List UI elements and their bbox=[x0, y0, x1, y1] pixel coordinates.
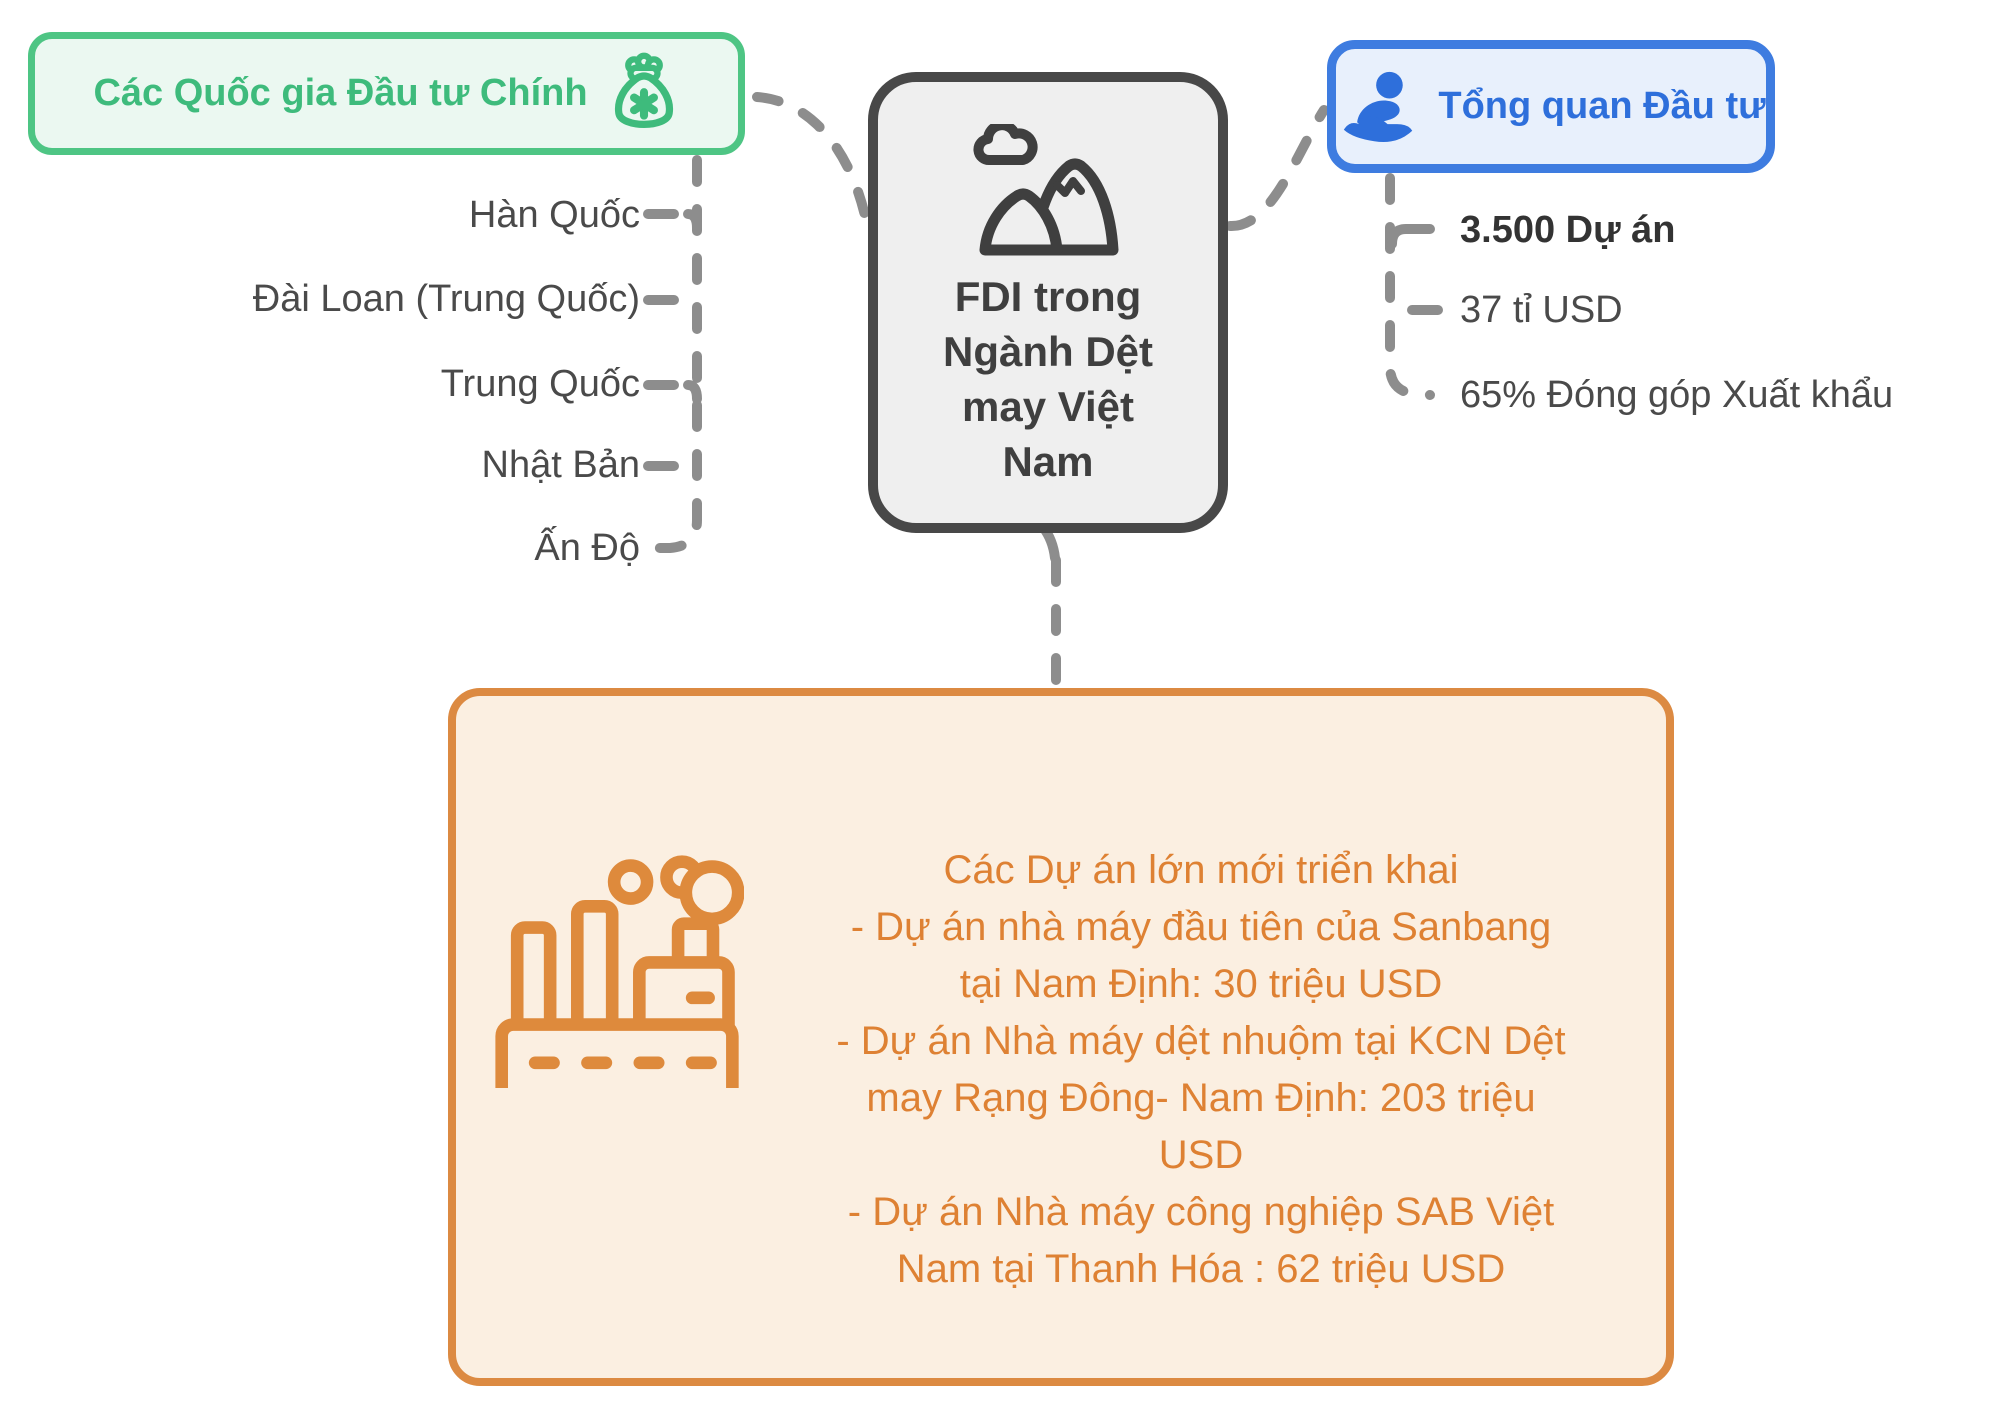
country-label-trung-quoc: Trung Quốc bbox=[440, 363, 640, 405]
country-label-dai-loan: Đài Loan (Trung Quốc) bbox=[252, 278, 640, 320]
country-label-nhat-ban: Nhật Bản bbox=[481, 444, 640, 486]
node-investor-countries[interactable]: Các Quốc gia Đầu tư Chính bbox=[28, 32, 745, 155]
root-title: FDI trong Ngành Dệt may Việt Nam bbox=[943, 273, 1153, 485]
connector-root-to-blue bbox=[1225, 105, 1329, 232]
country-label-an-do: Ấn Độ bbox=[534, 527, 640, 569]
connector-green-branch bbox=[645, 155, 702, 553]
country-label-han-quoc: Hàn Quốc bbox=[468, 194, 640, 236]
factory-icon bbox=[495, 855, 744, 1088]
projects-line-4: may Rạng Đông- Nam Định: 203 triệu bbox=[866, 1076, 1536, 1120]
stat-capital: 37 tỉ USD bbox=[1460, 289, 1623, 331]
projects-line-6: - Dự án Nhà máy công nghiệp SAB Việt bbox=[847, 1190, 1555, 1234]
mountain-landscape-icon bbox=[973, 124, 1119, 256]
projects-line-5: USD bbox=[1158, 1133, 1244, 1177]
node-root-fdi[interactable]: FDI trong Ngành Dệt may Việt Nam bbox=[868, 72, 1228, 533]
node-investment-overview[interactable]: Tổng quan Đầu tư bbox=[1327, 40, 1775, 173]
investment-overview-title: Tổng quan Đầu tư bbox=[1438, 85, 1766, 127]
projects-line-2: tại Nam Định: 30 triệu USD bbox=[959, 962, 1443, 1006]
projects-text: Các Dự án lớn mới triển khai - Dự án nhà… bbox=[756, 842, 1646, 1298]
connector-green-to-root bbox=[752, 92, 871, 225]
stat-projects: 3.500 Dự án bbox=[1460, 209, 1676, 251]
projects-title: Các Dự án lớn mới triển khai bbox=[943, 848, 1459, 892]
projects-line-1: - Dự án nhà máy đầu tiên của Sanbang bbox=[850, 905, 1552, 949]
connector-blue-branch bbox=[1385, 173, 1435, 400]
connector-stub-du-an bbox=[1387, 224, 1435, 249]
hand-holding-person-icon bbox=[1344, 71, 1413, 142]
connector-stub-han-quoc-corner bbox=[683, 209, 702, 233]
projects-line-3: - Dự án Nhà máy dệt nhuộm tại KCN Dệt bbox=[836, 1019, 1566, 1063]
stat-export-share: 65% Đóng góp Xuất khẩu bbox=[1460, 374, 1894, 416]
connector-stub-trung-quoc-corner bbox=[683, 380, 702, 404]
projects-line-7: Nam tại Thanh Hóa : 62 triệu USD bbox=[896, 1247, 1506, 1291]
node-new-projects[interactable]: Các Dự án lớn mới triển khai - Dự án nhà… bbox=[448, 688, 1674, 1386]
investor-countries-title: Các Quốc gia Đầu tư Chính bbox=[93, 72, 588, 114]
money-bag-icon bbox=[614, 52, 673, 128]
